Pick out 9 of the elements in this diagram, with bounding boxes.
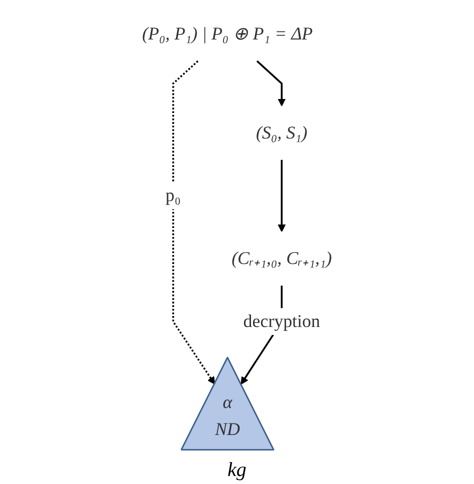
note-label: kg bbox=[228, 459, 246, 482]
edge-label: p₀ bbox=[166, 186, 181, 206]
arrow bbox=[278, 160, 286, 232]
node-text: (S₀, S₁) bbox=[256, 123, 308, 143]
arrow bbox=[256, 60, 286, 106]
node-text: (P₀, P₁) | P₀ ⊕ P₁ = ΔP bbox=[142, 24, 313, 44]
edge-label: decryption bbox=[243, 312, 320, 332]
arrow bbox=[172, 60, 216, 385]
node-text: (Cᵣ₊₁,₀, Cᵣ₊₁,₁) bbox=[232, 248, 332, 269]
